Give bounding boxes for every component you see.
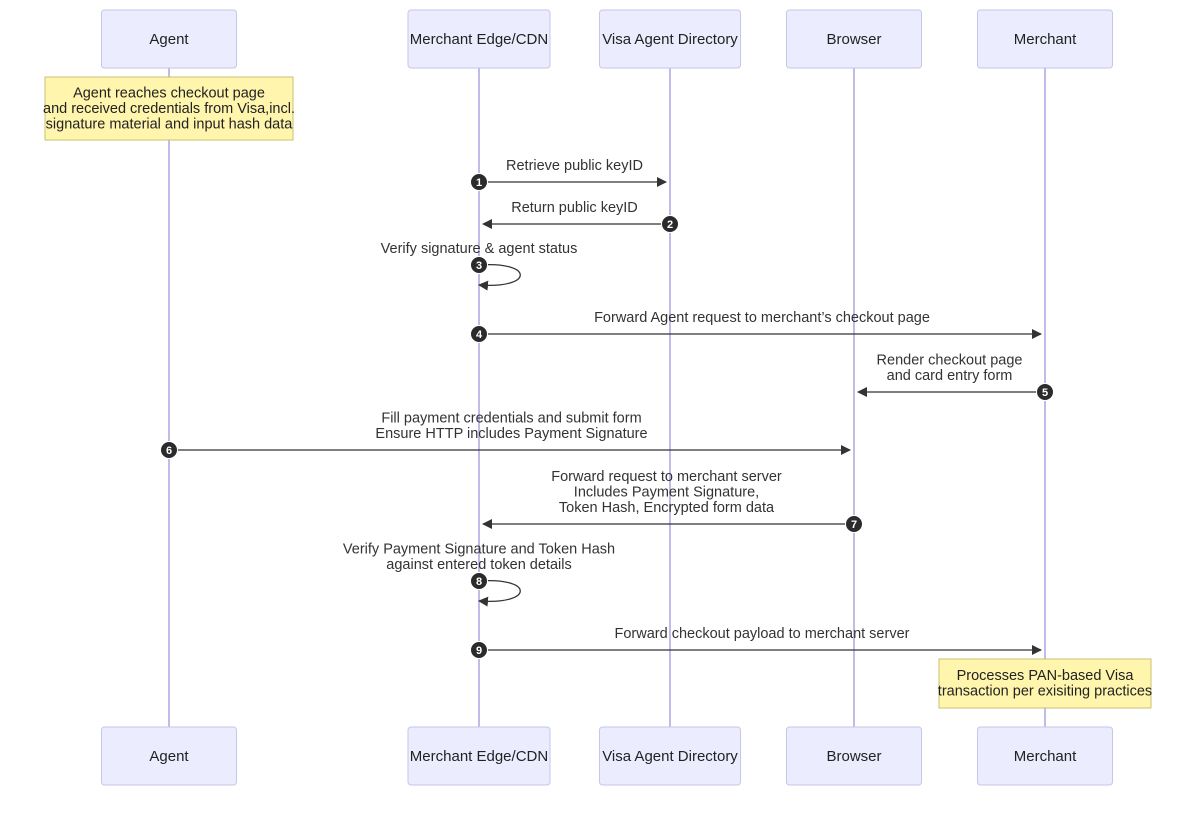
participant-label: Browser — [826, 748, 881, 765]
message-3: Verify signature & agent status 3 — [381, 241, 578, 291]
participant-label: Agent — [149, 31, 189, 48]
participant-label: Merchant — [1014, 748, 1077, 765]
participant-box — [977, 9, 1113, 69]
note-text: Agent reaches checkout page — [73, 85, 265, 101]
sequence-number-badge — [661, 215, 679, 233]
note-box — [44, 76, 294, 141]
message-label: against entered token details — [386, 557, 571, 573]
message-label: Fill payment credentials and submit form — [381, 411, 641, 427]
note-box — [938, 658, 1152, 709]
message-label: and card entry form — [887, 368, 1013, 384]
sequence-number-badge — [470, 256, 488, 274]
self-message-arrow — [478, 263, 521, 291]
sequence-number: 5 — [1042, 387, 1048, 399]
participant-box — [599, 726, 741, 786]
participant-label: Visa Agent Directory — [602, 748, 738, 765]
participant-label: Merchant Edge/CDN — [410, 31, 548, 48]
participant-vad-bottom: Visa Agent Directory — [599, 726, 741, 786]
note-text: transaction per exisiting practices — [938, 684, 1152, 700]
note-text: Processes PAN-based Visa — [957, 668, 1135, 684]
participant-label: Merchant Edge/CDN — [410, 748, 548, 765]
sequence-number-badge — [470, 173, 488, 191]
sequence-number-badge — [845, 515, 863, 533]
sequence-number: 1 — [476, 177, 482, 189]
participant-label: Merchant — [1014, 31, 1077, 48]
message-4: Forward Agent request to merchant’s chec… — [470, 310, 1042, 343]
participant-box — [407, 726, 551, 786]
participant-box — [101, 9, 237, 69]
sequence-number: 3 — [476, 260, 482, 272]
sequence-number: 8 — [476, 576, 482, 588]
sequence-number: 7 — [851, 519, 857, 531]
participant-label: Agent — [149, 748, 189, 765]
participant-agent-bottom: Agent — [101, 726, 237, 786]
participant-merchant-bottom: Merchant — [977, 726, 1113, 786]
participant-box — [977, 726, 1113, 786]
message-label: Includes Payment Signature, — [574, 485, 759, 501]
note-text: and received credentials from Visa,incl. — [43, 101, 295, 117]
message-label: Forward checkout payload to merchant ser… — [615, 626, 910, 642]
sequence-number-badge — [1036, 383, 1054, 401]
message-label: Render checkout page — [877, 353, 1023, 369]
message-6: Fill payment credentials and submit form… — [160, 411, 851, 459]
sequence-number-badge — [160, 441, 178, 459]
participant-label: Visa Agent Directory — [602, 31, 738, 48]
participant-merchant-top: Merchant — [977, 9, 1113, 69]
sequence-number: 6 — [166, 445, 172, 457]
message-1: Retrieve public keyID 1 — [470, 158, 667, 191]
message-8: Verify Payment Signature and Token Hasha… — [343, 542, 615, 607]
participant-browser-bottom: Browser — [786, 726, 922, 786]
participant-box — [786, 726, 922, 786]
participant-edge-bottom: Merchant Edge/CDN — [407, 726, 551, 786]
message-label: Token Hash, Encrypted form data — [559, 500, 775, 516]
participant-box — [407, 9, 551, 69]
sequence-number: 9 — [476, 645, 482, 657]
participant-edge-top: Merchant Edge/CDN — [407, 9, 551, 69]
message-label: Ensure HTTP includes Payment Signature — [375, 426, 647, 442]
sequence-number: 2 — [667, 219, 673, 231]
message-9: Forward checkout payload to merchant ser… — [470, 626, 1042, 659]
message-label: Verify Payment Signature and Token Hash — [343, 542, 615, 558]
participant-box — [101, 726, 237, 786]
sequence-number-badge — [470, 325, 488, 343]
sequence-number-badge — [470, 572, 488, 590]
participant-box — [599, 9, 741, 69]
self-message-arrow — [478, 579, 521, 607]
participant-box — [786, 9, 922, 69]
note-text: signature material and input hash data — [46, 116, 294, 132]
message-label: Verify signature & agent status — [381, 241, 578, 257]
sequence-number-badge — [470, 641, 488, 659]
message-label: Retrieve public keyID — [506, 158, 643, 174]
message-label: Forward Agent request to merchant’s chec… — [594, 310, 930, 326]
message-2: Return public keyID 2 — [482, 200, 679, 233]
participant-agent-top: Agent — [101, 9, 237, 69]
message-label: Return public keyID — [511, 200, 638, 216]
sequence-number: 4 — [476, 329, 483, 341]
participant-label: Browser — [826, 31, 881, 48]
message-label: Forward request to merchant server — [551, 469, 782, 485]
message-7: Forward request to merchant serverInclud… — [482, 469, 863, 533]
participant-browser-top: Browser — [786, 9, 922, 69]
participant-vad-top: Visa Agent Directory — [599, 9, 741, 69]
